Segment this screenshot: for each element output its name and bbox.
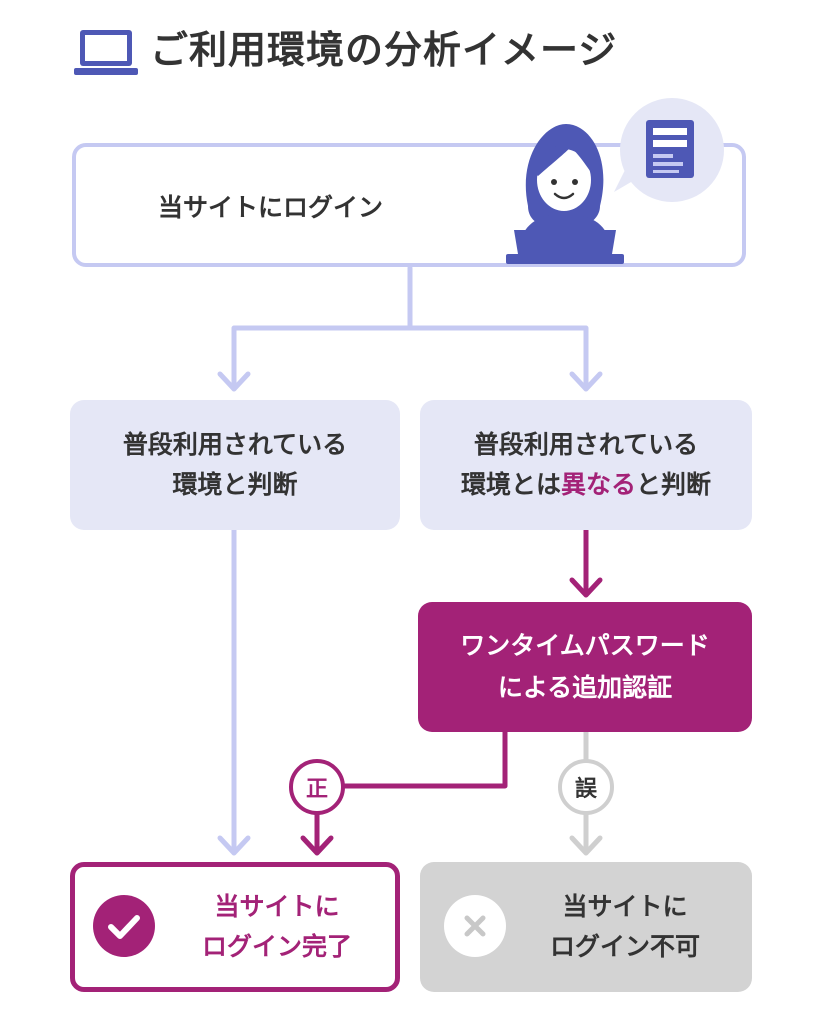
branch-unusual-line2-post: と判断 [636,470,712,499]
branch-unusual-environment: 普段利用されている 環境とは異なると判断 [420,400,752,530]
result-ok-line2: ログイン完了 [201,932,352,961]
branch-unusual-line2: 環境とは異なると判断 [461,465,711,505]
branch-usual-environment: 普段利用されている 環境と判断 [70,400,400,530]
otp-line2: による追加認証 [497,673,673,702]
login-form-icon [608,96,728,210]
result-ok-line1: 当サイトに [214,892,340,921]
branch-usual-line2: 環境と判断 [172,470,298,499]
check-icon [92,894,156,962]
login-step-label: 当サイトにログイン [158,193,384,222]
branch-unusual-emphasis: 異なる [560,470,636,499]
login-step-box [72,143,746,267]
wrong-badge: 誤 [558,759,614,815]
user-at-laptop-icon [500,118,630,272]
result-ng-text: 当サイトに ログイン不可 [520,887,730,967]
branch-unusual-line1: 普段利用されている [473,430,699,459]
otp-line1: ワンタイムパスワード [460,631,710,660]
branch-unusual-line2-pre: 環境とは [460,470,561,499]
cross-icon [443,894,507,962]
result-ng-line2: ログイン不可 [549,932,700,961]
result-ng-line1: 当サイトに [562,892,688,921]
laptop-icon [72,28,140,82]
branch-usual-line1: 普段利用されている [122,430,348,459]
page-title: ご利用環境の分析イメージ [150,28,618,72]
correct-badge: 正 [289,759,345,815]
otp-auth-box: ワンタイムパスワード による追加認証 [418,602,752,732]
result-ok-text: 当サイトに ログイン完了 [172,887,382,967]
